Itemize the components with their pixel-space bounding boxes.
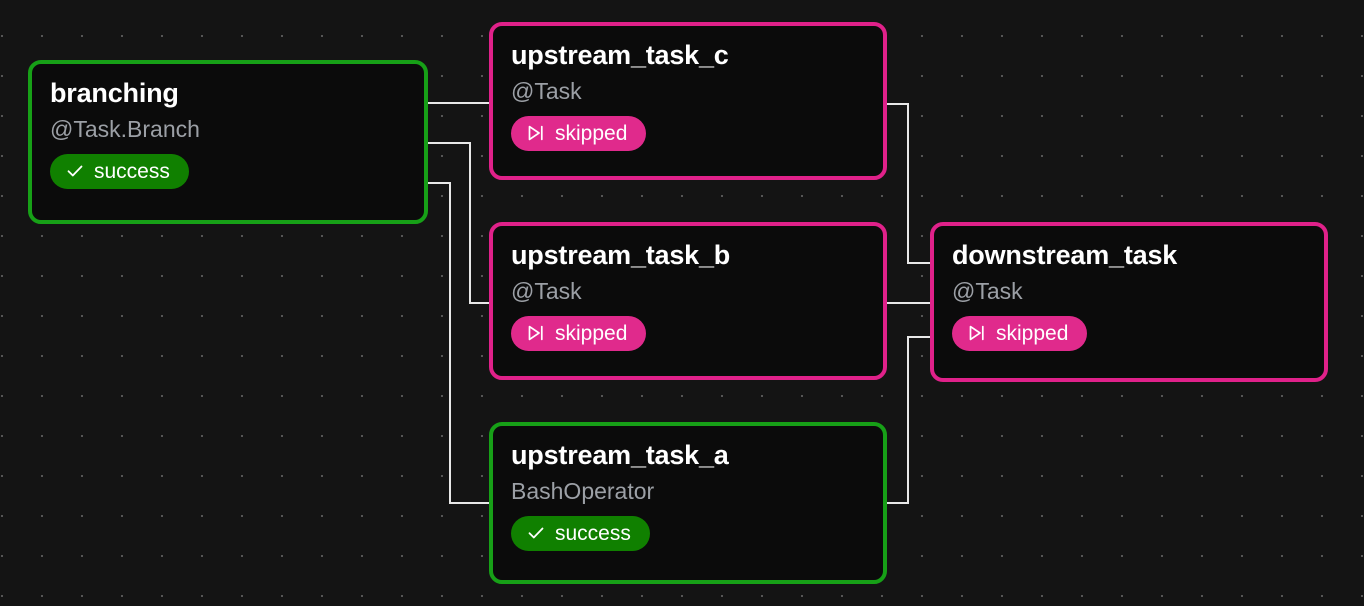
task-node-upstream-task-b[interactable]: upstream_task_b @Task skipped [489,222,887,380]
task-node-title: downstream_task [952,240,1178,270]
edge-branching-to-upstream-task-a [428,182,489,504]
skip-forward-icon [967,323,987,343]
task-node-subtitle: @Task.Branch [50,116,200,143]
task-node-upstream-task-c[interactable]: upstream_task_c @Task skipped [489,22,887,180]
task-node-downstream-task[interactable]: downstream_task @Task skipped [930,222,1328,382]
task-node-subtitle: @Task [952,278,1023,305]
task-node-upstream-task-a[interactable]: upstream_task_a BashOperator success [489,422,887,584]
task-node-branching[interactable]: branching @Task.Branch success [28,60,428,224]
status-badge-label: skipped [555,321,628,345]
status-badge[interactable]: success [50,153,189,189]
check-icon [65,161,85,181]
status-badge-label: skipped [996,321,1069,345]
task-node-title: upstream_task_b [511,240,731,270]
status-badge-label: skipped [555,121,628,145]
edge-upstream-task-c-to-downstream-task [887,103,930,264]
status-badge-label: success [94,159,170,183]
task-node-subtitle: @Task [511,278,582,305]
task-node-subtitle: BashOperator [511,478,655,505]
skip-forward-icon [526,323,546,343]
check-icon [526,523,546,543]
edge-branching-to-upstream-task-b [428,142,489,304]
task-node-subtitle: @Task [511,78,582,105]
task-node-title: branching [50,78,179,108]
skip-forward-icon [526,123,546,143]
edge-upstream-task-a-to-downstream-task [887,336,930,504]
status-badge[interactable]: skipped [952,315,1088,351]
status-badge[interactable]: skipped [511,315,647,351]
status-badge-label: success [555,521,631,545]
status-badge[interactable]: skipped [511,115,647,151]
status-badge[interactable]: success [511,515,650,551]
task-node-title: upstream_task_c [511,40,729,70]
task-node-title: upstream_task_a [511,440,729,470]
